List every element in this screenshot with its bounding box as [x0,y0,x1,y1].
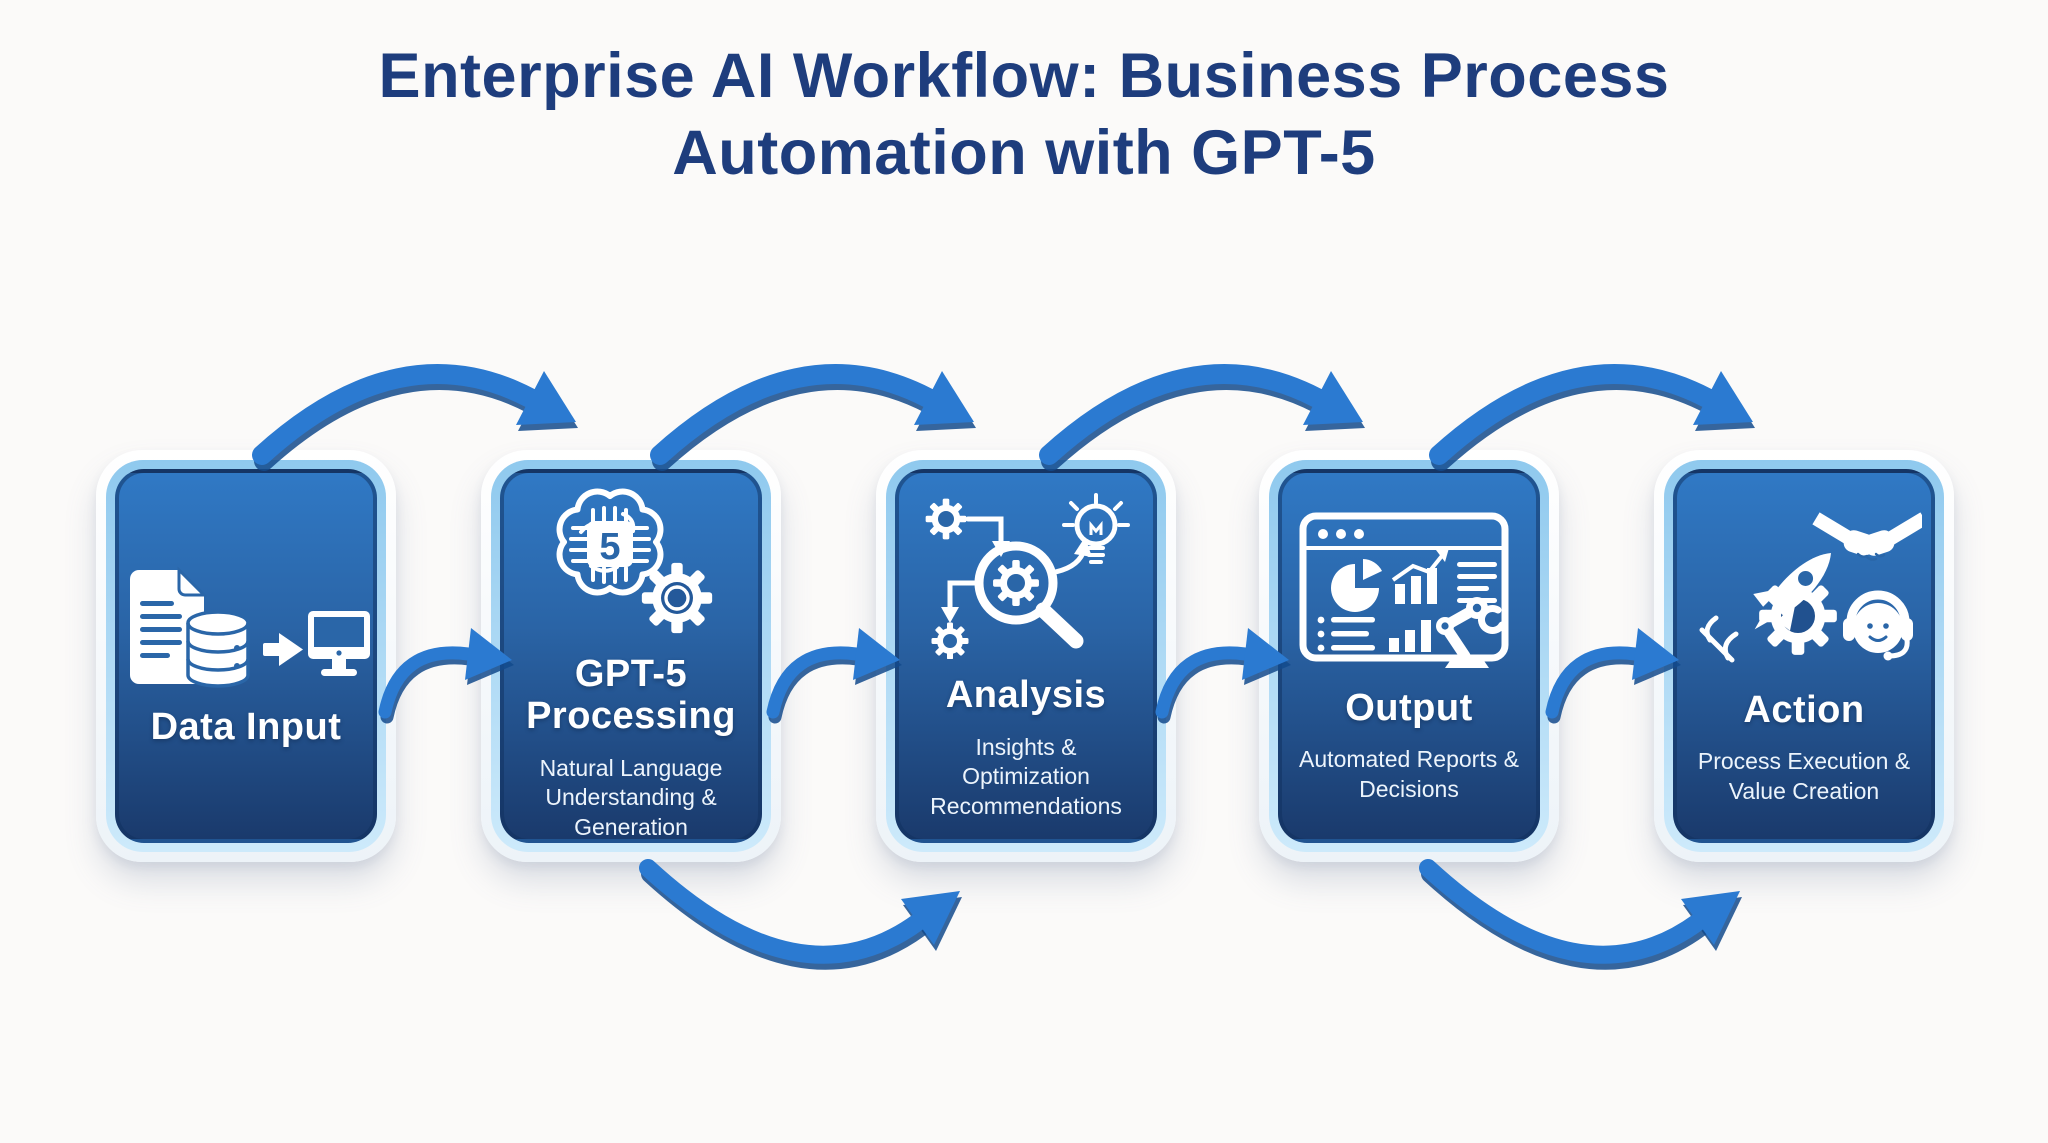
step-card-frame: Action Process Execution & Value Creatio… [1664,460,1944,852]
handshake-icon [1812,512,1922,561]
page-title-line1: Enterprise AI Workflow: Business Process [378,41,1670,111]
step-card-action: Action Process Execution & Value Creatio… [1654,450,1954,862]
bullet-list [1317,616,1375,652]
page-title-line2: Automation with GPT-5 [672,117,1376,188]
step-title: Analysis [945,673,1107,716]
step-card-gpt5-processing: 5 [481,450,781,862]
arrow-top-output-to-action [1429,364,1755,471]
step-card-frame: Output Automated Reports & Decisions [1269,460,1549,852]
gpt5-processing-icon: 5 [525,470,737,638]
output-icon [1293,508,1525,672]
pie-chart-icon [1331,558,1382,612]
step-subtitle: Process Execution & Value Creation [1697,748,1911,804]
output-icon-svg [1299,512,1509,668]
monitor-icon [308,611,370,677]
gear-icon-bottom [931,622,969,659]
page-title: Enterprise AI Workflow: Business Process… [0,38,2048,192]
step-title: Data Input [150,706,342,749]
step-subtitle: Automated Reports & Decisions [1299,746,1519,802]
step-card-frame: 5 [491,460,771,852]
step-subtitle: Insights & Optimization Recommendations [930,733,1122,819]
step-title: Action [1743,688,1865,731]
action-icon-svg [1699,512,1922,663]
analysis-icon [906,491,1146,659]
action-icon [1686,506,1922,674]
analysis-icon-svg [925,492,1130,659]
openai-gear-icon [641,562,713,634]
arrow-top-analysis-to-output [1039,364,1365,471]
arrow-bottom-output-to-action [1419,859,1742,970]
step-card-output: Output Automated Reports & Decisions [1259,450,1559,862]
arrow-right-icon [263,633,303,667]
chip-label: 5 [599,526,620,568]
support-agent-icon [1843,590,1913,661]
gpt5-processing-icon-svg: 5 [556,488,713,634]
gear-icon [925,498,967,540]
step-title: GPT-5 Processing [526,653,736,737]
brain-chip-icon: 5 [556,488,664,596]
arrow-top-data-input-to-gpt5 [252,364,578,471]
dashboard-report-icon [1299,512,1509,662]
data-input-icon [120,563,372,691]
step-title: Output [1345,686,1473,729]
bar-chart-icon [1391,547,1449,604]
arrow-bottom-gpt5-to-analysis [639,859,962,970]
step-card-frame: Analysis Insights & Optimization Recomme… [886,460,1166,852]
magnifier-gear-icon [974,541,1084,649]
database-icon [186,610,250,688]
step-subtitle: Natural Language Understanding & Generat… [539,754,723,840]
step-card-analysis: Analysis Insights & Optimization Recomme… [876,450,1176,862]
step-card-data-input: Data Input [96,450,396,862]
arrow-top-gpt5-to-analysis [650,364,976,471]
document-icon [130,566,208,685]
robot-arm-icon [1436,596,1506,668]
bar-chart-small [1389,619,1431,652]
rocket-gear-icon [1699,552,1837,663]
data-input-icon-svg [130,566,370,688]
lightbulb-icon [1062,492,1130,564]
text-lines [1457,561,1497,603]
step-card-frame: Data Input [106,460,386,852]
